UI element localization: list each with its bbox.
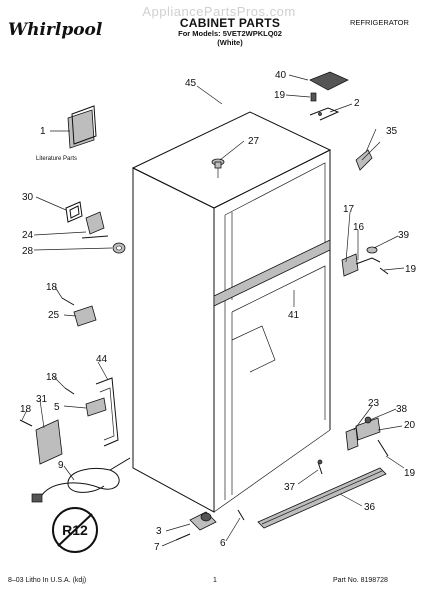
callout-27: 27 xyxy=(248,136,260,147)
callout-2: 2 xyxy=(354,98,360,109)
leveling-screw-part xyxy=(317,459,323,475)
control-parts xyxy=(65,201,126,254)
callout-41: 41 xyxy=(288,310,300,321)
callout-18: 18 xyxy=(46,372,58,383)
top-plug-part xyxy=(211,158,225,178)
callout-numbers: 45 40 19 2 35 27 1 Literature Parts 30 2… xyxy=(20,70,417,553)
center-hinge-parts xyxy=(341,246,389,277)
lower-hinge-parts xyxy=(345,416,389,457)
callout-9: 9 xyxy=(58,460,64,471)
power-cord-part xyxy=(31,457,131,503)
side-bracket-parts xyxy=(64,377,119,447)
callout-31: 31 xyxy=(36,394,48,405)
callout-44: 44 xyxy=(96,354,108,365)
literature-label: Literature Parts xyxy=(36,156,77,162)
callout-19: 19 xyxy=(404,468,416,479)
callout-30: 30 xyxy=(22,192,34,203)
mullion-divider xyxy=(213,239,331,307)
cover-plate-part xyxy=(19,419,63,465)
callout-6: 6 xyxy=(220,538,226,549)
callout-1: 1 xyxy=(40,126,46,137)
callout-38: 38 xyxy=(396,404,408,415)
callout-17: 17 xyxy=(343,204,355,215)
toe-grille xyxy=(257,467,387,529)
refrigerant-badge-text: R12 xyxy=(62,522,88,538)
callout-36: 36 xyxy=(364,502,376,513)
callout-19: 19 xyxy=(405,264,417,275)
refrigerant-badge: R12 xyxy=(52,507,98,553)
leader-lines xyxy=(21,74,405,547)
hinge-cover-part xyxy=(309,71,349,91)
callout-16: 16 xyxy=(353,222,365,233)
top-hinge-part xyxy=(309,92,340,121)
cabinet-shell xyxy=(131,111,387,529)
callout-5: 5 xyxy=(54,402,60,413)
model-info: For Models: 5VET2WPKLQ02 (White) xyxy=(150,29,310,47)
watermark: AppliancePartsPros.com xyxy=(142,4,296,19)
callout-39: 39 xyxy=(398,230,410,241)
models-line: For Models: 5VET2WPKLQ02 xyxy=(178,29,282,38)
callout-28: 28 xyxy=(22,246,34,257)
callout-3: 3 xyxy=(156,526,162,537)
top-bracket-part xyxy=(355,141,381,171)
callout-7: 7 xyxy=(154,542,160,553)
callout-18: 18 xyxy=(46,282,58,293)
callout-24: 24 xyxy=(22,230,34,241)
page-number: 1 xyxy=(213,577,217,584)
callout-20: 20 xyxy=(404,420,416,431)
brand-logo: Whirlpool xyxy=(8,20,103,40)
callout-18: 18 xyxy=(20,404,32,415)
litho-note: 8–03 Litho In U.S.A. (kdj) xyxy=(8,577,87,584)
part-number: Part No. 8198728 xyxy=(333,577,388,584)
callout-25: 25 xyxy=(48,310,60,321)
callout-40: 40 xyxy=(275,70,287,81)
bottom-hinge-parts xyxy=(175,509,245,541)
callout-23: 23 xyxy=(368,398,380,409)
literature-part xyxy=(67,105,97,149)
callout-45: 45 xyxy=(185,78,197,89)
color-line: (White) xyxy=(217,38,243,47)
page-title: CABINET PARTS xyxy=(179,16,281,30)
callout-19: 19 xyxy=(274,90,286,101)
callout-35: 35 xyxy=(386,126,398,137)
screw-bracket-parts xyxy=(61,297,97,327)
callout-37: 37 xyxy=(284,482,296,493)
category-label: REFRIGERATOR xyxy=(350,18,409,27)
